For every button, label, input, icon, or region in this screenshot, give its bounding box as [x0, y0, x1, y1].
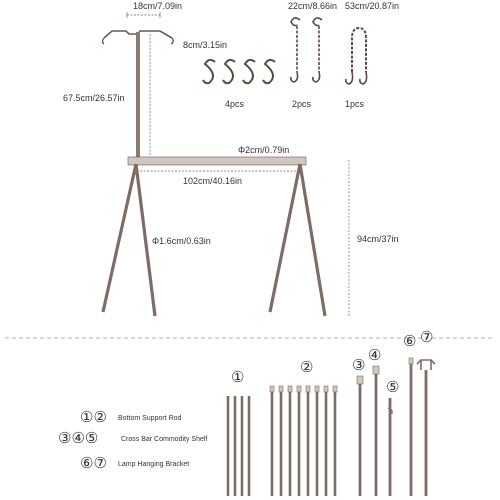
double-hooks-count: 2pcs	[292, 99, 312, 109]
legend-label-2: Cross Bar Commodity Shelf	[121, 436, 207, 443]
s-hook-icon	[202, 58, 216, 85]
left-leg-back	[134, 163, 157, 317]
lamp-bracket-hook-right	[170, 37, 174, 45]
chain-hook-count: 1pcs	[345, 99, 365, 109]
legend-label-1: Bottom Support Rod	[118, 415, 182, 422]
part-1-bottom-rods: ①	[226, 369, 251, 496]
dimension-rack-height: 94cm/37in	[348, 160, 399, 316]
s-hook-icon	[242, 58, 256, 85]
right-leg-back	[298, 163, 327, 317]
bar-diameter-label: Φ2cm/0.79in	[238, 145, 289, 155]
chain-hook-end-left	[345, 71, 354, 85]
bar-length-label: 102cm/40.16in	[183, 176, 242, 186]
part-2-numeral: ②	[300, 359, 313, 376]
s-hooks-count: 4pcs	[225, 99, 245, 109]
lamp-bracket-arms	[103, 30, 173, 39]
lamp-bracket-hook-left	[101, 37, 105, 45]
s-hook-icon	[222, 58, 236, 85]
chain-hook-group: 53cm/20.87in 1pcs	[345, 1, 399, 109]
top-bar	[127, 156, 307, 166]
part-3-4-5-cross-bar: ③ ④ ⑤	[352, 347, 399, 496]
part-5-numeral: ⑤	[386, 379, 399, 396]
part-4-numeral: ④	[368, 347, 381, 364]
part-2-bottom-rods: ②	[269, 359, 338, 496]
legend-marks-2: ③④⑤	[58, 430, 98, 447]
chain-hook-icon	[351, 26, 367, 72]
s-hooks-group: 8cm/3.15in 4pcs	[183, 40, 276, 109]
double-hooks-size-label: 22cm/8.66in	[288, 1, 337, 11]
legend-marks-3: ⑥⑦	[80, 455, 107, 472]
part-3-numeral: ③	[352, 357, 365, 374]
part-1-numeral: ①	[231, 369, 244, 386]
left-leg-front	[101, 163, 138, 313]
double-hook-icon	[312, 17, 323, 83]
pole-width-label: 18cm/7.09in	[133, 1, 182, 11]
part-7-numeral: ⑦	[420, 329, 433, 346]
chain-hook-end-right	[359, 71, 368, 85]
assembled-rack: 18cm/7.09in 67.5cm/26.57in Φ2cm/0.79in 1…	[63, 1, 399, 317]
dimension-pole-width: 18cm/7.09in	[126, 1, 182, 18]
lamp-pole	[136, 32, 140, 160]
part-6-numeral: ⑥	[403, 333, 416, 350]
dimension-pole-height: 67.5cm/26.57in	[63, 34, 151, 157]
legend-marks-1: ①②	[80, 409, 107, 426]
part-6-7-lamp-bracket: ⑥ ⑦	[403, 329, 436, 496]
hook-knob-icon	[387, 407, 393, 415]
s-hook-icon	[262, 58, 276, 85]
rack-height-label: 94cm/37in	[357, 234, 399, 244]
pole-height-label: 67.5cm/26.57in	[63, 93, 125, 103]
s-hooks-size-label: 8cm/3.15in	[183, 40, 227, 50]
leg-diameter-label: Φ1.6cm/0.63in	[152, 236, 211, 246]
right-leg-front	[268, 163, 302, 313]
legend-label-3: Lamp Hanging Bracket	[118, 461, 189, 468]
dimension-bar-length: 102cm/40.16in	[140, 170, 296, 186]
bracket-arm-icon	[416, 359, 436, 370]
chain-hook-size-label: 53cm/20.87in	[345, 1, 399, 11]
double-hook-icon	[290, 17, 301, 83]
parts-legend: ①② Bottom Support Rod ③④⑤ Cross Bar Comm…	[58, 409, 207, 472]
double-hooks-group: 22cm/8.66in 2pcs	[288, 1, 337, 109]
